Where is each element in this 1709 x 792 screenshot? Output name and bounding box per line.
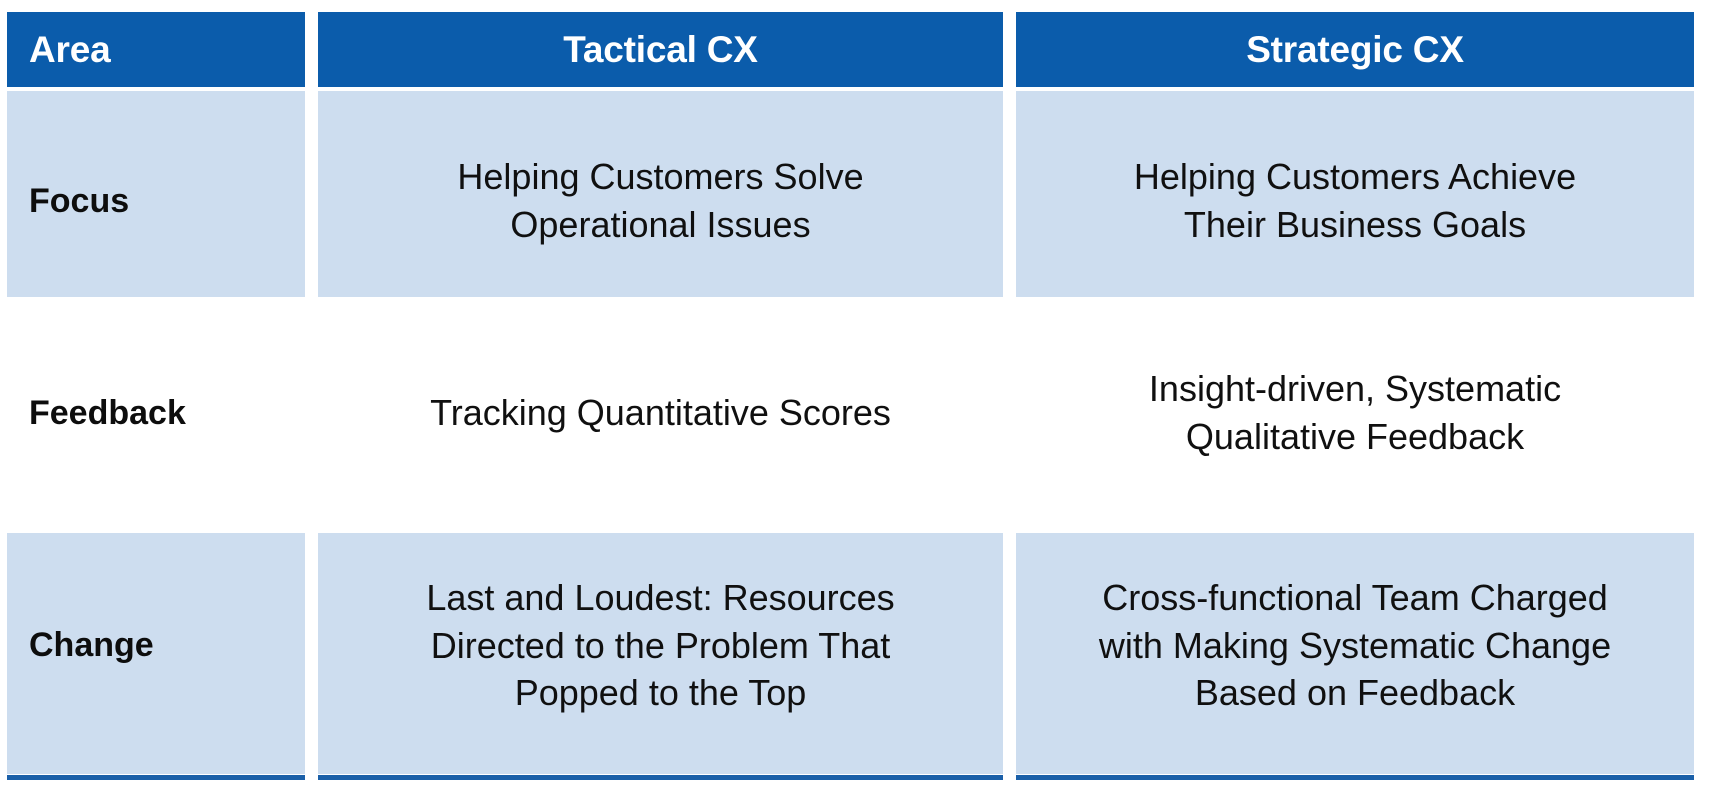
cell-background-shaded	[318, 91, 1003, 297]
cell-focus-tactical: Helping Customers Solve Operational Issu…	[318, 87, 1003, 315]
cell-text-focus-strategic: Helping Customers Achieve Their Business…	[1133, 156, 1577, 245]
table-header-tactical-cx: Tactical CX	[318, 12, 1003, 87]
cell-bottom-border	[318, 775, 1003, 780]
cell-focus-strategic: Helping Customers Achieve Their Business…	[1016, 87, 1694, 315]
header-label-area: Area	[29, 28, 111, 70]
cell-background-shaded	[7, 533, 305, 774]
table-row: Change	[7, 511, 305, 780]
cell-change-strategic: Cross-functional Team Charged with Makin…	[1016, 511, 1694, 780]
table-header-strategic-cx: Strategic CX	[1016, 12, 1694, 87]
cell-background-shaded	[7, 91, 305, 297]
cell-change-tactical: Last and Loudest: Resources Directed to …	[318, 511, 1003, 780]
table-header-area: Area	[7, 12, 305, 87]
cell-text-change-strategic: Cross-functional Team Charged with Makin…	[1098, 577, 1612, 714]
row-label-feedback: Feedback	[7, 315, 305, 511]
cell-text-feedback-strategic: Insight-driven, Systematic Qualitative F…	[1016, 315, 1694, 511]
table-grid: Area Tactical CX Strategic CX Focus Help…	[7, 12, 1695, 780]
cell-background-shaded	[1016, 533, 1694, 774]
cell-bottom-border	[7, 775, 305, 780]
cell-background-shaded	[318, 533, 1003, 774]
cell-bottom-border	[1016, 775, 1694, 780]
cell-text-change-tactical: Last and Loudest: Resources Directed to …	[426, 577, 895, 714]
table-row: Focus	[7, 87, 305, 315]
row-label-change: Change	[29, 626, 154, 664]
cell-text-feedback-tactical: Tracking Quantitative Scores	[318, 315, 1003, 511]
header-label-strategic-cx: Strategic CX	[1246, 28, 1464, 70]
cell-text-focus-tactical: Helping Customers Solve Operational Issu…	[457, 156, 864, 245]
header-label-tactical-cx: Tactical CX	[563, 28, 758, 70]
cell-background-shaded	[1016, 91, 1694, 297]
row-label-focus: Focus	[29, 181, 130, 220]
